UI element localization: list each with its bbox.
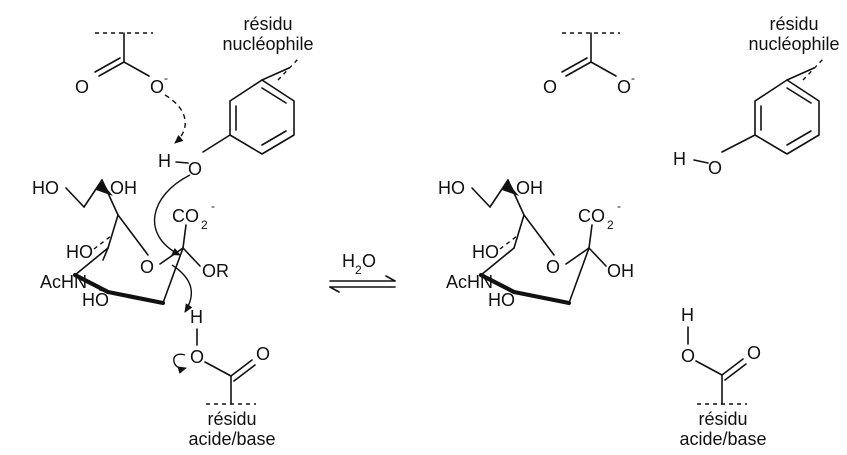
carboxylate-o-right: O — [617, 77, 631, 97]
water-h: H — [342, 251, 355, 271]
minus-charge-right: - — [631, 71, 635, 85]
arrow-o-to-c — [153, 174, 191, 256]
acid-carbonyl-o: O — [256, 344, 270, 364]
water-sub: 2 — [355, 263, 362, 277]
oh-chain-2: OH — [110, 178, 137, 198]
carboxylate-top-left: O O - — [75, 32, 168, 97]
phenol-h: H — [158, 151, 171, 171]
label-residu-nucleophile-right-1: résidu — [769, 14, 818, 34]
achn: AcHN — [40, 272, 87, 292]
sugar-left: HO OH O HO AcHN HO CO 2 - — [32, 178, 229, 310]
co2: CO — [172, 206, 199, 226]
phenol-right: O H — [673, 56, 826, 178]
acid-base-left: H O O résidu acide/base — [173, 307, 276, 449]
co2-minus: - — [211, 199, 215, 213]
ho-3-right: HO — [488, 290, 515, 310]
right-product: O O - résidu nucléophile O H HO OH — [438, 14, 840, 449]
dashed-arrow — [164, 94, 186, 144]
minus-charge: - — [164, 71, 168, 85]
label-residu-acide-2: acide/base — [188, 429, 275, 449]
phenol-left: O H — [158, 56, 301, 179]
acid-o-right: O — [681, 346, 695, 366]
acid-carbonyl-o-right: O — [747, 343, 761, 363]
co2-minus-right: - — [617, 199, 621, 213]
label-residu-nucleophile-1: résidu — [243, 14, 292, 34]
label-residu-nucleophile-2: nucléophile — [222, 34, 313, 54]
ring-o-right: O — [546, 257, 560, 277]
co2-right: CO — [578, 206, 605, 226]
phenol-o-right: O — [708, 158, 722, 178]
sugar-right: HO OH O HO AcHN HO CO 2 - OH — [438, 178, 634, 310]
oh-chain-2-right: OH — [516, 178, 543, 198]
or-group: OR — [202, 261, 229, 281]
ho-chain-1: HO — [32, 178, 59, 198]
oh-anomeric: OH — [607, 261, 634, 281]
left-reactant: O O - résidu nucléophile O H HO — [32, 14, 314, 449]
co2-sub: 2 — [201, 218, 208, 232]
acid-h-right: H — [681, 305, 694, 325]
label-residu-acide-right-2: acide/base — [679, 429, 766, 449]
carboxylate-o: O — [150, 77, 164, 97]
acid-o: O — [190, 347, 204, 367]
carboxylate-top-right: O O - — [543, 32, 635, 97]
phenol-h-right: H — [673, 149, 686, 169]
ho-3: HO — [82, 290, 109, 310]
equilibrium: H 2 O — [329, 251, 396, 293]
ho-4-right: HO — [472, 242, 499, 262]
ring-o: O — [140, 257, 154, 277]
acid-base-right: H O O résidu acide/base — [679, 305, 766, 449]
achn-right: AcHN — [446, 272, 493, 292]
arrow-c-to-h — [171, 264, 193, 313]
carbonyl-o-right: O — [543, 77, 557, 97]
label-residu-acide-right-1: résidu — [698, 409, 747, 429]
co2-sub-right: 2 — [607, 218, 614, 232]
ho-4: HO — [66, 242, 93, 262]
ho-chain-1-right: HO — [438, 178, 465, 198]
carbonyl-o: O — [75, 77, 89, 97]
label-residu-nucleophile-right-2: nucléophile — [748, 34, 839, 54]
label-residu-acide-1: résidu — [207, 409, 256, 429]
acid-h: H — [190, 307, 203, 327]
water-o: O — [362, 251, 376, 271]
phenol-o: O — [188, 159, 202, 179]
arrow-acid — [173, 353, 187, 374]
